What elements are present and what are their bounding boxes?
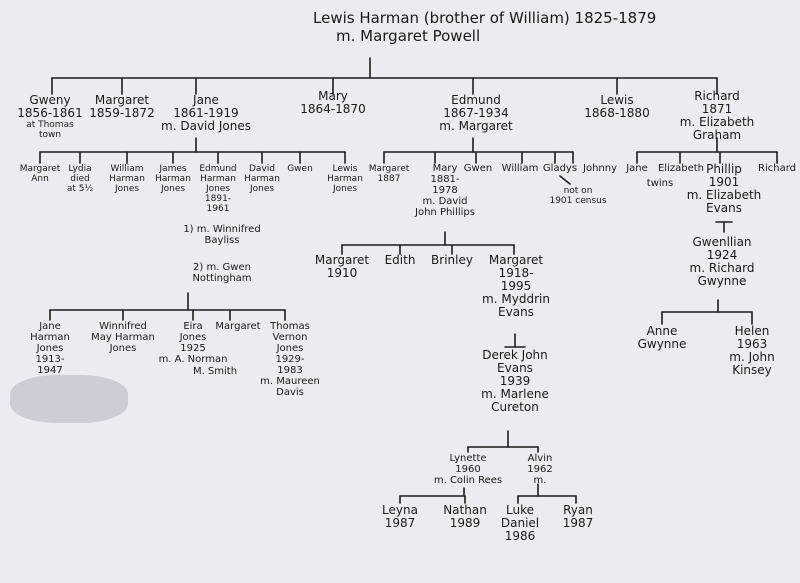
person-edith: Edith	[384, 253, 416, 267]
person-gwen-jones: Gwen	[287, 164, 313, 174]
person-mary: Mary 1864-1870	[300, 89, 366, 116]
person-gweny: Gweny 1856-1861 at Thomas town	[17, 93, 83, 141]
person-jane-richard-daughter: Jane	[626, 163, 648, 174]
twins-note: twins	[646, 178, 674, 189]
person-gwen-harman: Gwen	[463, 163, 493, 174]
person-lynette: Lynette 1960 m. Colin Rees	[433, 453, 503, 486]
person-elizabeth: Elizabeth	[657, 163, 705, 174]
census-note: not on 1901 census	[549, 186, 607, 206]
person-edmund-harman-jones: Edmund Harman Jones 1891- 1961	[199, 164, 237, 214]
edmund-jones-marriage-2: 2) m. Gwen Nottingham	[192, 262, 252, 284]
person-william-harman-jones: William Harman Jones	[109, 164, 145, 194]
person-david-harman-jones: David Harman Jones	[244, 164, 280, 194]
person-gwenllian: Gwenllian 1924 m. Richard Gwynne	[689, 235, 755, 288]
person-jane: Jane 1861-1919 m. David Jones	[161, 93, 251, 133]
person-mary-phillips: Mary 1881- 1978 m. David John Phillips	[415, 163, 475, 218]
person-margaret-1887: Margaret 1887	[368, 164, 410, 184]
person-derek-john-evans: Derek John Evans 1939 m. Marlene Cureton	[481, 348, 549, 414]
person-anne-gwynne: Anne Gwynne	[637, 324, 687, 351]
person-margaret: Margaret 1859-1872	[89, 93, 155, 120]
person-leyna: Leyna 1987	[382, 503, 418, 530]
person-james-harman-jones: James Harman Jones	[155, 164, 191, 194]
person-johnny: Johnny	[583, 163, 617, 174]
root-person-name: Lewis Harman (brother of William) 1825-1…	[313, 9, 657, 27]
person-margaret-evans: Margaret 1918- 1995 m. Myddrin Evans	[482, 253, 550, 319]
person-ryan: Ryan 1987	[562, 503, 594, 530]
person-lewis: Lewis 1868-1880	[584, 93, 650, 120]
person-eira-jones: Eira Jones 1925 m. A. Norman	[158, 321, 228, 365]
person-edmund: Edmund 1867-1934 m. Margaret	[439, 93, 513, 133]
person-luke-daniel: Luke Daniel 1986	[500, 503, 540, 543]
person-phillip: Phillip 1901 m. Elizabeth Evans	[686, 162, 762, 215]
person-alvin: Alvin 1962 m.	[527, 453, 553, 486]
person-lydia: Lydia died at 5½	[66, 164, 94, 194]
person-nathan: Nathan 1989	[443, 503, 487, 530]
edmund-jones-marriage-1: 1) m. Winnifred Bayliss	[183, 224, 261, 246]
person-margaret-ann: Margaret Ann	[19, 164, 61, 184]
person-richard: Richard 1871 m. Elizabeth Graham	[679, 89, 755, 142]
root-person-spouse: m. Margaret Powell	[336, 27, 481, 45]
person-lewis-harman-jones: Lewis Harman Jones	[327, 164, 363, 194]
person-winnifred-may-harman-jones: Winnifred May Harman Jones	[91, 321, 155, 354]
person-brinley: Brinley	[431, 253, 473, 267]
person-richard-son: Richard	[758, 163, 796, 174]
person-thomas-vernon-jones: Thomas Vernon Jones 1929- 1983 m. Mauree…	[260, 321, 320, 398]
person-gladys: Gladys	[542, 163, 578, 174]
connector-line	[559, 175, 571, 185]
person-margaret-jones: Margaret	[215, 321, 261, 332]
person-jane-harman-jones: Jane Harman Jones 1913- 1947	[30, 321, 70, 376]
person-helen: Helen 1963 m. John Kinsey	[729, 324, 775, 377]
margaret-spouse-m-smith: M. Smith	[192, 366, 238, 377]
person-william-harman: William	[501, 163, 539, 174]
paper-smudge	[10, 375, 128, 423]
person-margaret-1910: Margaret 1910	[314, 253, 370, 280]
